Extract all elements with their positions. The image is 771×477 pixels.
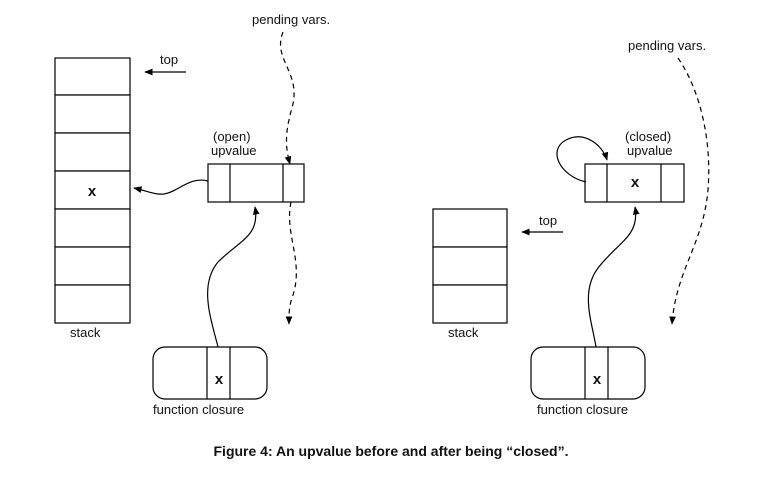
stack-slot	[432, 284, 508, 324]
stack-x-value: x	[88, 183, 97, 200]
left-panel: x stack top (open) upvalue pending vars.…	[54, 12, 330, 417]
pending-vars-list	[669, 57, 710, 325]
upvalue-x-value: x	[631, 174, 640, 191]
upvalue-label: upvalue	[627, 143, 673, 158]
upvalue-self-arrow	[556, 136, 609, 183]
stack-slot	[54, 94, 131, 134]
closure-to-upvalue-arrow	[587, 206, 640, 348]
closure-box	[152, 346, 268, 400]
pending-vars-list-next	[285, 201, 297, 325]
stack-slot	[54, 284, 131, 324]
upvalue-label: upvalue	[211, 143, 257, 158]
stack-label: stack	[448, 325, 479, 340]
stack-slot	[54, 57, 131, 96]
pending-vars-list-to-upvalue	[280, 31, 295, 165]
stack-slot	[54, 132, 131, 172]
upvalue-box	[584, 163, 685, 203]
right-upvalue: (closed) upvalue x	[584, 129, 685, 203]
closure-box	[530, 346, 646, 400]
closure-to-upvalue-arrow	[207, 206, 260, 348]
stack-slot	[54, 208, 131, 248]
pending-vars-label: pending vars.	[252, 12, 330, 27]
stack-label: stack	[70, 325, 101, 340]
closure-label: function closure	[537, 402, 628, 417]
upvalue-box	[207, 163, 305, 203]
top-label: top	[539, 213, 557, 228]
stack-slot	[432, 246, 508, 286]
closure-x-value: x	[215, 371, 224, 388]
upvalue-state-label: (open)	[213, 129, 251, 144]
stack-slot	[432, 208, 508, 248]
left-stack: x stack	[54, 57, 131, 340]
upvalue-to-stack-arrow	[133, 179, 209, 195]
right-closure: x function closure	[530, 346, 646, 417]
right-panel: stack top (closed) upvalue x pending var…	[432, 38, 710, 417]
top-label: top	[160, 52, 178, 67]
stack-slot-x	[54, 170, 131, 210]
pending-vars-label: pending vars.	[628, 38, 706, 53]
right-stack: stack	[432, 208, 508, 340]
closure-label: function closure	[153, 402, 244, 417]
figure-caption: Figure 4: An upvalue before and after be…	[214, 443, 569, 459]
left-upvalue: (open) upvalue	[207, 129, 305, 203]
left-closure: x function closure	[152, 346, 268, 417]
stack-slot	[54, 246, 131, 286]
upvalue-state-label: (closed)	[625, 129, 671, 144]
closure-x-value: x	[593, 371, 602, 388]
